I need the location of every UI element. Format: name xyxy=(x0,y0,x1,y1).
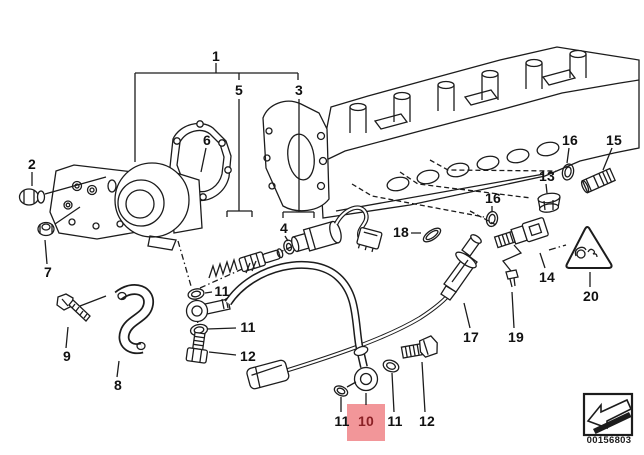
cylinder-head xyxy=(319,46,640,219)
intake-ports xyxy=(386,141,560,192)
corner-stamp xyxy=(582,392,634,437)
valve-piston-5 xyxy=(238,248,284,273)
spring-5 xyxy=(208,257,238,279)
nut-7 xyxy=(37,221,55,237)
o-ring-16-lower xyxy=(485,210,499,228)
solenoid-connector xyxy=(356,227,383,253)
bolt-9 xyxy=(56,293,91,322)
seal-ring-11-upper-left xyxy=(187,288,205,300)
part-label-19[interactable]: 19 xyxy=(508,329,524,345)
o-ring-16-upper xyxy=(561,163,575,181)
hollow-bolt-12-left xyxy=(185,331,209,364)
screw-19 xyxy=(501,244,523,288)
seal-ring-11-right xyxy=(382,359,400,373)
part-label-7[interactable]: 7 xyxy=(44,264,52,280)
solenoid-cable xyxy=(333,205,369,239)
centerlines xyxy=(177,240,567,327)
part-label-15[interactable]: 15 xyxy=(606,132,622,148)
gasket-6 xyxy=(169,120,232,202)
part-label-14[interactable]: 14 xyxy=(539,269,555,285)
hollow-bolt-12-right xyxy=(400,335,438,359)
part-label-3[interactable]: 3 xyxy=(295,82,303,98)
support-bracket-8 xyxy=(114,284,154,355)
sensor-cable xyxy=(284,289,454,374)
part-label-5[interactable]: 5 xyxy=(235,82,243,98)
screw-plug-2 xyxy=(18,188,46,206)
o-ring-4 xyxy=(283,239,295,255)
seal-ring-11-right-small xyxy=(333,385,349,397)
part-label-18[interactable]: 18 xyxy=(393,224,409,240)
part-label-8[interactable]: 8 xyxy=(114,377,122,393)
part-label-17[interactable]: 17 xyxy=(463,329,479,345)
o-ring-18 xyxy=(422,227,442,243)
camshaft-sensor-17 xyxy=(440,234,482,301)
part-label-10-highlighted[interactable]: 10 xyxy=(358,413,374,429)
valve-guide-towers xyxy=(349,49,587,133)
part-label-12-a[interactable]: 12 xyxy=(240,348,256,364)
oil-pipe-10 xyxy=(185,260,379,392)
timing-cover-plate xyxy=(262,100,330,212)
part-label-4[interactable]: 4 xyxy=(280,220,288,236)
seal-ring-11-lower-left xyxy=(189,323,209,337)
screw-plug-13 xyxy=(537,192,561,213)
part-label-1[interactable]: 1 xyxy=(212,48,220,64)
corner-arrow-icon xyxy=(586,398,633,434)
part-label-11-a[interactable]: 11 xyxy=(214,283,230,299)
mounting-flange xyxy=(49,164,138,240)
part-label-9[interactable]: 9 xyxy=(63,348,71,364)
fitting-15 xyxy=(580,167,617,194)
diagram-part-number: 00156803 xyxy=(586,435,632,446)
part-label-11-d[interactable]: 11 xyxy=(387,413,403,429)
part-label-16-a[interactable]: 16 xyxy=(562,132,578,148)
solenoid-valve-3 xyxy=(291,220,342,253)
warning-triangle-icon xyxy=(565,225,613,269)
part-label-11-b[interactable]: 11 xyxy=(240,319,256,335)
leader-lines xyxy=(31,63,613,413)
part-label-12-b[interactable]: 12 xyxy=(419,413,435,429)
part-label-13[interactable]: 13 xyxy=(539,168,555,184)
part-label-2[interactable]: 2 xyxy=(28,156,36,172)
temp-sensor-14 xyxy=(493,217,549,249)
part-label-20[interactable]: 20 xyxy=(583,288,599,304)
part-label-6[interactable]: 6 xyxy=(203,132,211,148)
part-label-16-b[interactable]: 16 xyxy=(485,190,501,206)
vanos-unit xyxy=(114,162,203,251)
part-label-11-c[interactable]: 11 xyxy=(334,413,350,429)
